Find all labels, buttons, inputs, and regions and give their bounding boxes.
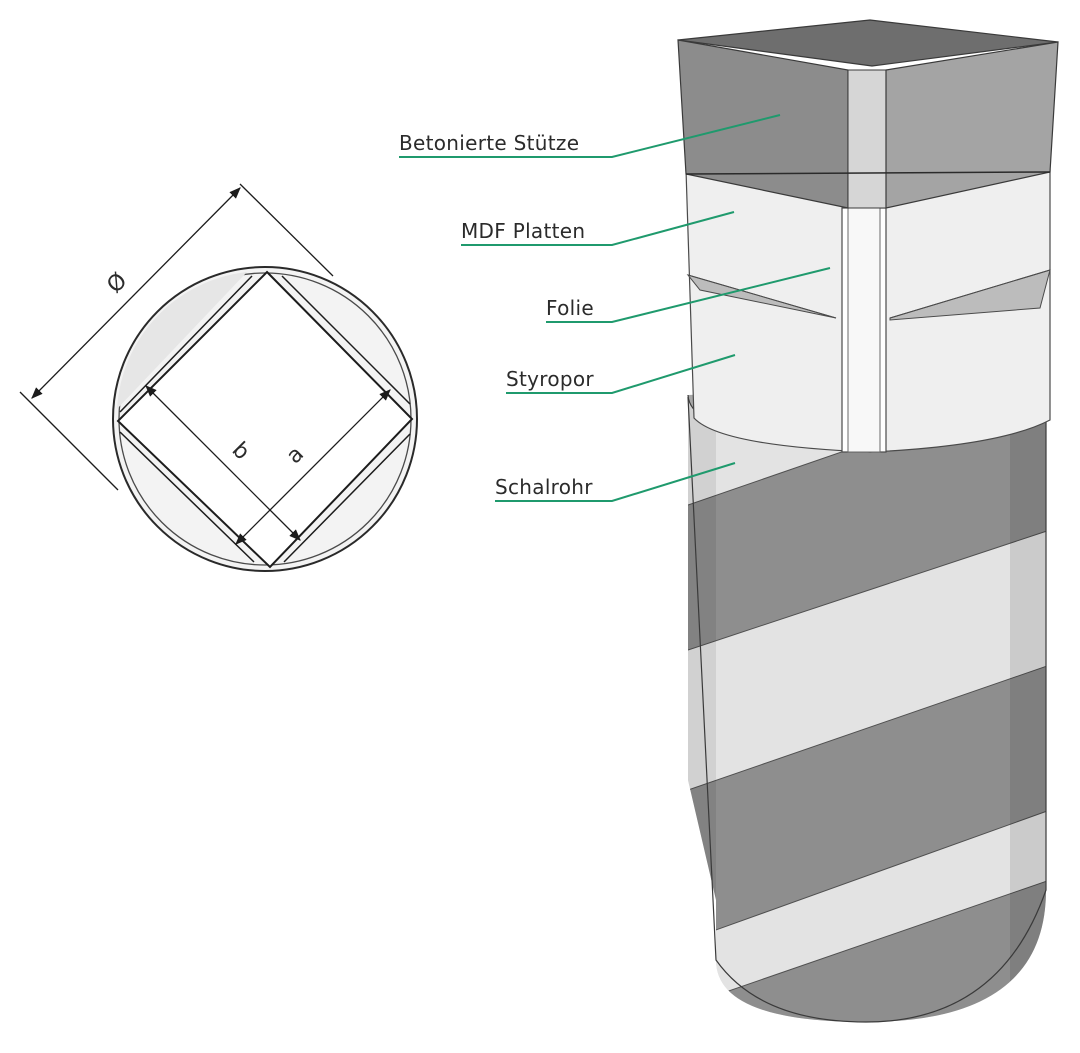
diameter-symbol: Ø — [102, 268, 132, 298]
column-3d-illustration — [677, 19, 1059, 1023]
schalrohr-tube — [688, 380, 1046, 1022]
leader-line-folie — [546, 267, 831, 323]
tube-dark-band — [688, 530, 1046, 790]
diameter-extension-line — [239, 183, 334, 277]
leader-line-mdf-platten — [461, 211, 735, 246]
leader-line-styropor — [506, 354, 736, 394]
tube-dark-band — [688, 380, 1046, 650]
leader-line-betonierte-stuetze — [399, 114, 781, 158]
concrete-column-corner — [847, 69, 887, 209]
tube-outline — [687, 380, 1047, 1023]
callout-labels: Betonierte Stütze MDF Platten Folie Styr… — [399, 114, 831, 502]
label-styropor: Styropor — [506, 367, 594, 391]
label-mdf-platten: MDF Platten — [461, 219, 585, 243]
tube-dark-band — [688, 880, 1046, 1022]
leader-line-schalrohr — [495, 462, 736, 502]
a-dimension-line — [235, 389, 391, 545]
label-folie: Folie — [546, 296, 594, 320]
label-schalrohr: Schalrohr — [495, 475, 593, 499]
diameter-extension-line — [19, 391, 119, 491]
cross-section-diagram: Ø b a — [19, 183, 418, 572]
tube-dark-band — [688, 665, 1046, 940]
mdf-plate-line — [281, 275, 411, 405]
diameter-dimension-line — [31, 187, 241, 399]
label-betonierte-stuetze: Betonierte Stütze — [399, 131, 579, 155]
